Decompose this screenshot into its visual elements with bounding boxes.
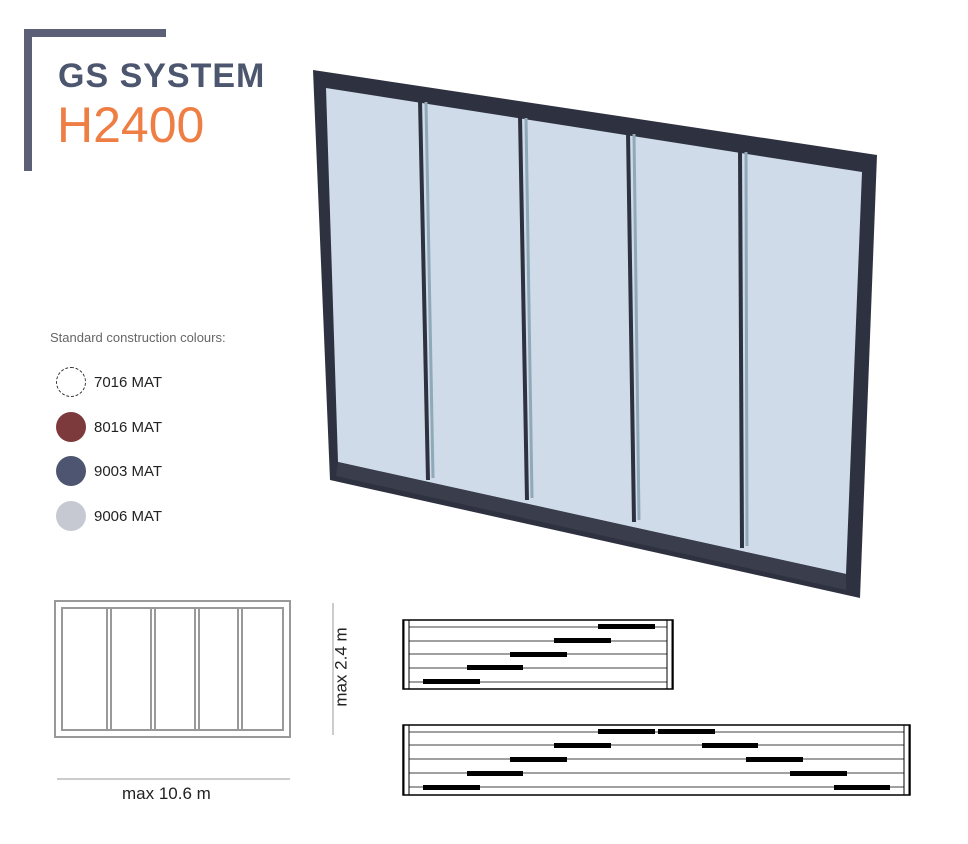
product-model: H2400: [57, 97, 205, 153]
width-label: max 10.6 m: [122, 784, 211, 803]
glass-wall-render: [313, 70, 877, 598]
swatch-label: 9003 MAT: [94, 462, 163, 480]
height-label: max 2.4 m: [331, 627, 351, 707]
swatch-label: 8016 MAT: [94, 418, 163, 436]
colour-option-8016: 8016 MAT: [56, 412, 162, 442]
corner-bracket-left: [24, 29, 32, 171]
swatch-label: 7016 MAT: [94, 373, 163, 391]
front-elevation: [54, 600, 291, 738]
swatch-9003: [56, 456, 86, 486]
colour-option-9006: 9006 MAT: [56, 501, 162, 531]
product-title: GS SYSTEM: [58, 57, 266, 95]
colour-option-7016: 7016 MAT: [56, 367, 162, 397]
colour-option-9003: 9003 MAT: [56, 456, 162, 486]
swatch-7016: [56, 367, 86, 397]
swatch-8016: [56, 412, 86, 442]
corner-bracket-top: [24, 29, 166, 37]
swatch-9006: [56, 501, 86, 531]
colours-label: Standard construction colours:: [50, 330, 226, 345]
plan-view-double: [402, 724, 911, 796]
plan-view-single: [402, 619, 674, 690]
swatch-label: 9006 MAT: [94, 507, 163, 525]
